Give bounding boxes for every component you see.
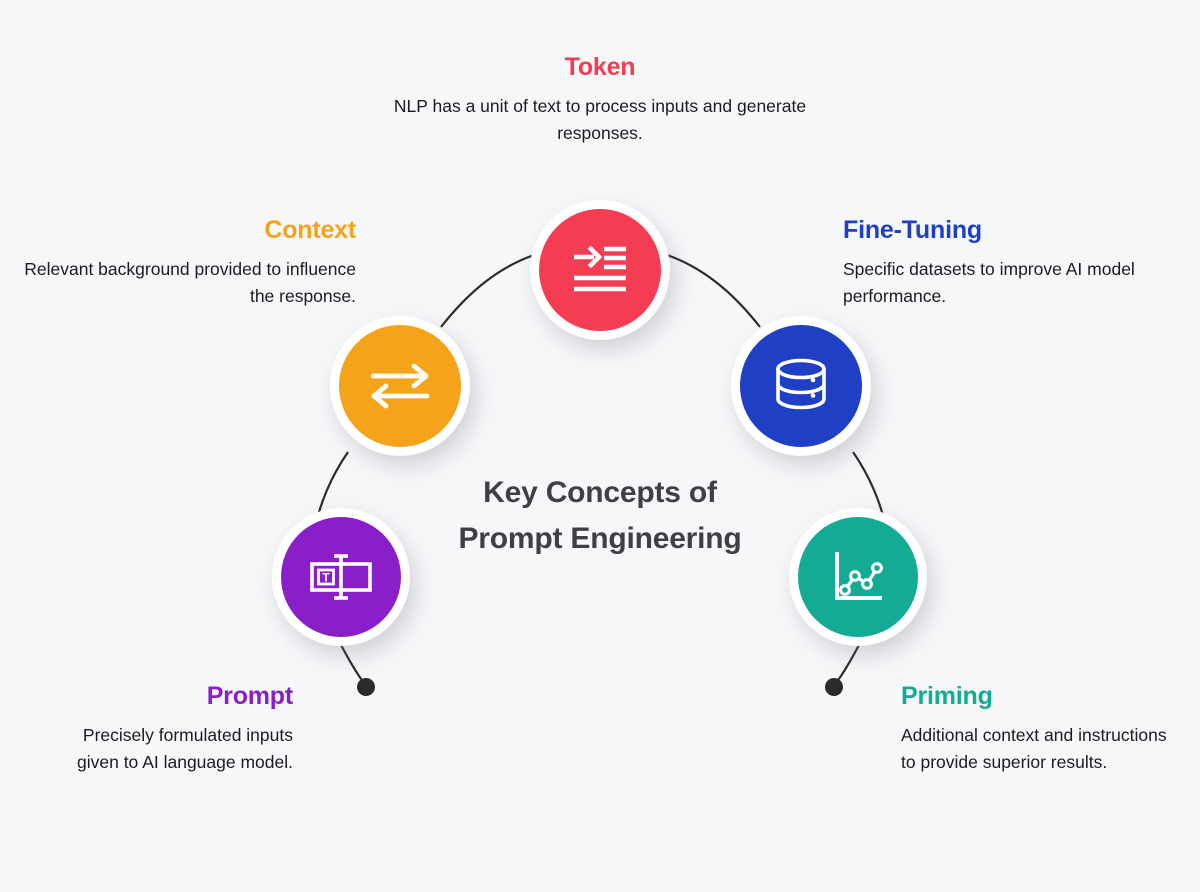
priming-disc — [798, 517, 918, 637]
node-context[interactable] — [330, 316, 470, 456]
description-token: NLP has a unit of text to process inputs… — [393, 96, 807, 144]
text-block-fine-tuning: Fine-Tuning Specific datasets to improve… — [843, 215, 1193, 311]
description-prompt: Precisely formulated inputs given to AI … — [77, 725, 293, 773]
fine-tuning-disc — [740, 325, 862, 447]
node-token[interactable] — [530, 200, 670, 340]
heading-prompt: Prompt — [206, 682, 294, 710]
text-cursor-input-icon: T — [308, 549, 374, 605]
heading-priming: Priming — [901, 682, 993, 710]
node-priming[interactable] — [789, 508, 927, 646]
connector-context-to-token — [440, 253, 535, 328]
priming-endpoint-dot — [825, 678, 843, 696]
center-title: Key Concepts of Prompt Engineering — [400, 470, 800, 561]
text-indent-icon — [571, 245, 629, 295]
center-title-line-2: Prompt Engineering — [458, 521, 742, 555]
text-block-priming: Priming Additional context and instructi… — [901, 681, 1181, 777]
svg-text:T: T — [322, 571, 330, 585]
prompt-endpoint-dot — [357, 678, 375, 696]
text-block-prompt: Prompt Precisely formulated inputs given… — [40, 681, 293, 777]
database-icon — [774, 358, 828, 414]
token-disc — [539, 209, 661, 331]
text-block-token: Token NLP has a unit of text to process … — [300, 52, 900, 148]
exchange-arrows-icon — [369, 362, 431, 410]
heading-fine-tuning: Fine-Tuning — [843, 216, 982, 244]
heading-context: Context — [264, 216, 356, 244]
center-title-line-1: Key Concepts of — [483, 476, 717, 509]
node-fine-tuning[interactable] — [731, 316, 871, 456]
node-prompt[interactable]: T — [272, 508, 410, 646]
line-chart-icon — [830, 549, 886, 605]
description-priming: Additional context and instructions to p… — [901, 725, 1167, 773]
text-block-context: Context Relevant background provided to … — [18, 215, 356, 311]
connector-token-to-fine-tuning — [666, 253, 761, 328]
description-context: Relevant background provided to influenc… — [24, 259, 356, 307]
heading-token: Token — [564, 53, 636, 81]
description-fine-tuning: Specific datasets to improve AI model pe… — [843, 259, 1135, 307]
connector-prompt-to-dot — [340, 644, 365, 684]
connector-priming-to-dot — [835, 644, 860, 684]
prompt-disc: T — [281, 517, 401, 637]
context-disc — [339, 325, 461, 447]
